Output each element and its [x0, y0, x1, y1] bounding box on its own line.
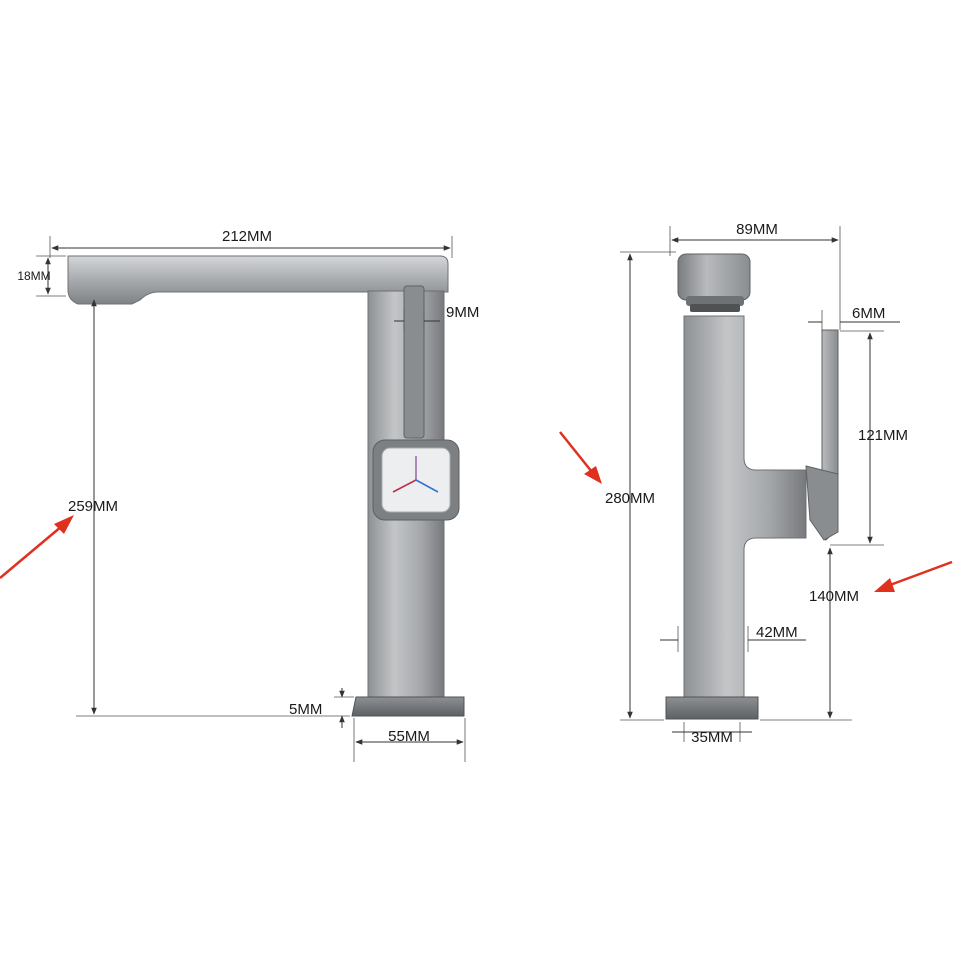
dim-handle-height: 140MM — [809, 588, 859, 605]
red-arrow-side-right — [874, 560, 953, 592]
side-aerator — [690, 304, 740, 312]
dim-handle-length: 121MM — [858, 427, 908, 444]
dim-side-base-width: 35MM — [691, 729, 733, 746]
dim-total-height: 280MM — [605, 490, 655, 507]
side-handle-block — [805, 465, 839, 541]
dim-body-width: 42MM — [756, 624, 798, 641]
dim-spout-height: 259MM — [68, 498, 118, 515]
front-view-faucet — [67, 255, 465, 717]
hot-cold-icon — [392, 456, 439, 493]
dim-base-width: 55MM — [388, 728, 430, 745]
front-base — [351, 696, 465, 717]
dim-handle-width: 9MM — [446, 304, 479, 321]
dim-top-width: 89MM — [736, 221, 778, 238]
dim-handle-thickness: 6MM — [852, 305, 885, 322]
red-arrow-side-left — [559, 431, 602, 484]
dim-spout-thickness: 18MM — [17, 269, 50, 283]
side-head — [677, 253, 751, 301]
front-dimensions: 212MM 18MM 9MM 259MM 5MM 55MM — [0, 228, 479, 762]
dim-base-plate: 5MM — [289, 701, 322, 718]
red-arrow-front — [0, 515, 74, 579]
dim-spout-length: 212MM — [222, 228, 272, 245]
side-base — [665, 696, 759, 720]
side-dimensions: 89MM 6MM 280MM 121MM 140MM — [559, 221, 953, 746]
side-body — [683, 315, 807, 698]
side-head-ring — [686, 296, 744, 306]
front-spout — [67, 255, 449, 305]
front-lever — [403, 285, 425, 439]
side-view-faucet — [665, 253, 839, 720]
